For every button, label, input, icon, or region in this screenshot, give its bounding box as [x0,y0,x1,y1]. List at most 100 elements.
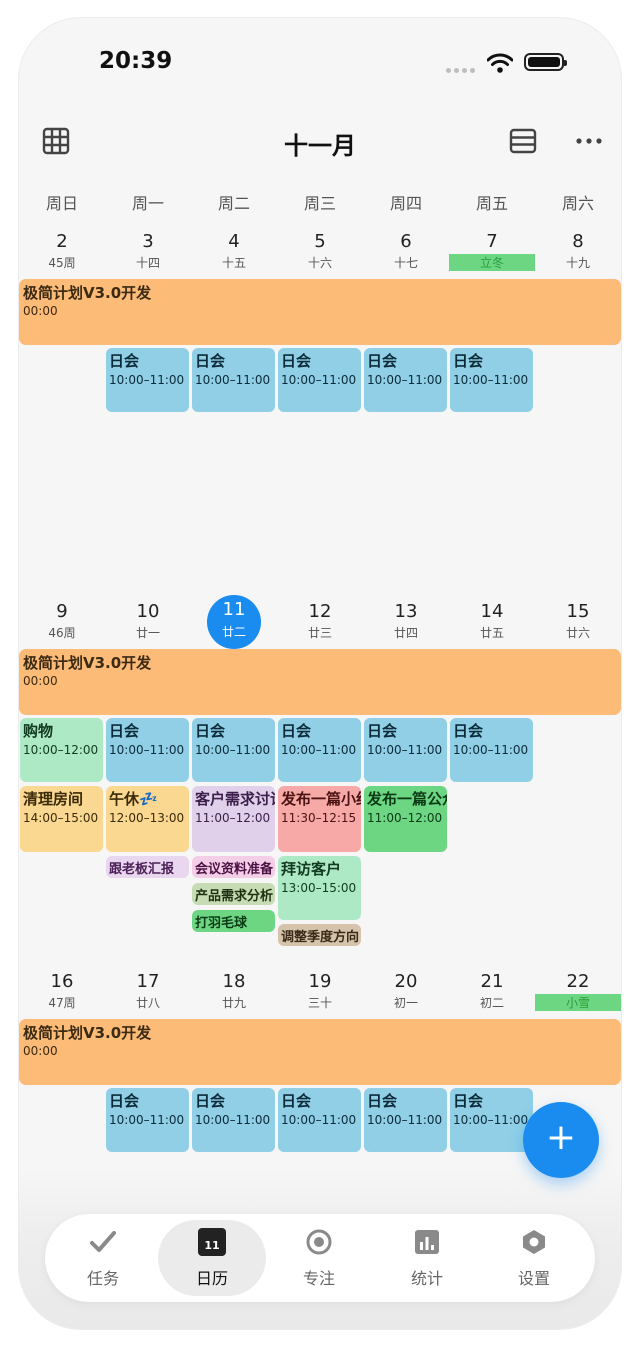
allday-event[interactable]: 极简计划V3.0开发 00:00 [19,279,621,345]
event-time: 10:00–11:00 [367,743,443,757]
event-time: 14:00–15:00 [23,811,99,825]
event-title: 打羽毛球 [195,916,248,931]
event-time: 11:00–12:00 [195,811,271,825]
nav-tasks[interactable]: 任务 [49,1214,157,1302]
event-time: 11:00–12:00 [367,811,443,825]
allday-event[interactable]: 极简计划V3.0开发 00:00 [19,1019,621,1085]
lunar-date: 廿九 [221,996,246,1010]
event-title: 极简计划V3.0开发 [23,284,152,302]
list-view-icon[interactable] [508,126,538,156]
nav-calendar[interactable]: 11 日历 [158,1220,266,1296]
day-number[interactable]: 13 [394,601,418,622]
battery-icon [524,53,567,71]
nap-event[interactable]: 午休💤12:00–13:00 [106,786,189,852]
day-number[interactable]: 17 [136,971,160,992]
day-number[interactable]: 3 [142,231,154,252]
day-number[interactable]: 10 [136,601,160,622]
event-title: 午休💤 [109,790,158,808]
lunar-date: 廿一 [135,626,160,640]
signal-icon [446,68,478,74]
event-title: 日会 [109,722,140,740]
more-icon[interactable] [574,126,604,156]
day-number[interactable]: 5 [314,231,326,252]
post-article-event[interactable]: 发布一篇公众号11:00–12:00 [364,786,447,852]
event-time: 11:30–12:15 [281,811,357,825]
weekday-label: 周二 [217,194,250,213]
event-title: 调整季度方向 [281,930,360,945]
nav-focus[interactable]: 专注 [265,1214,373,1302]
event-time: 13:00–15:00 [281,881,357,895]
requirement-discussion-event[interactable]: 客户需求讨论11:00–12:00 [192,786,275,852]
daily-meeting-event[interactable]: 日会 10:00–11:00 [106,718,189,782]
day-number[interactable]: 14 [480,601,504,622]
day-number[interactable]: 6 [400,231,412,252]
app-screen: 20:39 十一月 周日 周一 周二 周三 周四 周五 周六 2 45周 3 十… [19,18,621,1329]
lunar-date: 廿三 [307,626,332,640]
day-number[interactable]: 4 [228,231,240,252]
post-note-event[interactable]: 发布一篇小红书11:30–12:15 [278,786,361,852]
solar-term: 小雪 [535,994,621,1011]
weekday-label: 周五 [475,194,508,213]
event-title: 购物 [23,722,54,740]
report-boss-event[interactable]: 跟老板汇报 [106,856,189,878]
day-number[interactable]: 19 [308,971,332,992]
grid-view-icon[interactable] [41,126,71,156]
nav-label: 日历 [195,1269,228,1288]
weekday-label: 周六 [561,194,594,213]
event-time: 10:00–11:00 [367,373,443,387]
day-number[interactable]: 15 [566,601,590,622]
day-number[interactable]: 18 [222,971,246,992]
day-number[interactable]: 21 [480,971,504,992]
lunar-date: 十九 [565,256,590,270]
event-time: 10:00–11:00 [109,743,185,757]
weekday-label: 周一 [131,194,164,213]
day-number[interactable]: 7 [486,231,498,252]
today-marker[interactable]: 11 廿二 [207,595,261,649]
event-title: 日会 [109,1092,140,1110]
weekday-label: 周四 [389,194,422,213]
nav-settings[interactable]: 设置 [480,1214,588,1302]
badminton-event[interactable]: 打羽毛球 [192,910,275,932]
day-number[interactable]: 16 [50,971,74,992]
day-number[interactable]: 2 [56,231,68,252]
day-number[interactable]: 9 [56,601,68,622]
nav-stats[interactable]: 统计 [373,1214,481,1302]
week-number: 45周 [48,256,76,270]
event-time: 10:00–11:00 [281,743,357,757]
lunar-date: 初二 [479,996,504,1010]
allday-event[interactable]: 极简计划V3.0开发 00:00 [19,649,621,715]
quarter-adjust-event[interactable]: 调整季度方向 [278,924,361,946]
week-number: 47周 [48,996,76,1010]
lunar-date: 廿八 [135,996,160,1010]
event-title: 跟老板汇报 [109,862,175,877]
event-title: 日会 [109,352,140,370]
day-number[interactable]: 20 [394,971,418,992]
plus-icon: + [545,1117,577,1158]
day-number[interactable]: 12 [308,601,332,622]
product-analysis-event[interactable]: 产品需求分析 [192,883,275,905]
month-title[interactable]: 十一月 [284,132,356,160]
add-event-button[interactable]: + [523,1102,599,1178]
day-number[interactable]: 22 [566,971,590,992]
lunar-date: 十七 [393,256,418,270]
day-number[interactable]: 8 [572,231,584,252]
event-time: 10:00–11:00 [367,1113,443,1127]
meeting-prep-event[interactable]: 会议资料准备 [192,856,275,878]
